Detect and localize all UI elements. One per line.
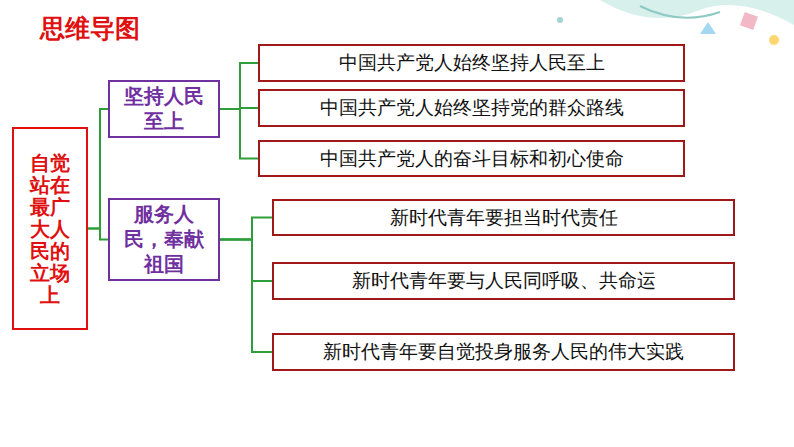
node-label: 新时代青年要与人民同呼吸、共命运 (352, 269, 656, 293)
node-label: 新时代青年要自觉投身服务人民的伟大实践 (323, 340, 684, 364)
node-label: 新时代青年要担当时代责任 (390, 206, 618, 230)
node-label: 服务人民，奉献祖国 (116, 202, 212, 277)
connector (220, 240, 272, 282)
wave (600, 0, 794, 25)
leaf-box: 新时代青年要担当时代责任 (272, 199, 735, 236)
dot (769, 35, 779, 45)
branch-box: 坚持人民至上 (108, 80, 220, 138)
square (740, 12, 758, 30)
squiggle (640, 6, 720, 18)
connector (88, 229, 108, 240)
node-label: 中国共产党人始终坚持人民至上 (339, 51, 605, 75)
connector (220, 109, 258, 159)
connector (220, 63, 258, 109)
connector (88, 109, 108, 229)
leaf-box: 中国共产党人始终坚持人民至上 (258, 44, 685, 82)
root-box: 自觉站在最广大人民的立场上 (12, 127, 88, 330)
node-label: 中国共产党人始终坚持党的群众路线 (320, 96, 624, 120)
connector (220, 240, 272, 353)
connector (220, 218, 272, 240)
leaf-box: 中国共产党人的奋斗目标和初心使命 (258, 140, 685, 177)
leaf-box: 新时代青年要自觉投身服务人民的伟大实践 (272, 333, 735, 371)
triangle (700, 22, 716, 34)
leaf-box: 新时代青年要与人民同呼吸、共命运 (272, 262, 735, 300)
node-label: 中国共产党人的奋斗目标和初心使命 (320, 147, 624, 171)
node-label: 坚持人民至上 (116, 84, 212, 134)
leaf-box: 中国共产党人始终坚持党的群众路线 (258, 89, 685, 127)
branch-box: 服务人民，奉献祖国 (108, 198, 220, 281)
title: 思维导图 (40, 12, 140, 45)
node-label: 自觉站在最广大人民的立场上 (30, 152, 70, 306)
dot (557, 17, 563, 23)
